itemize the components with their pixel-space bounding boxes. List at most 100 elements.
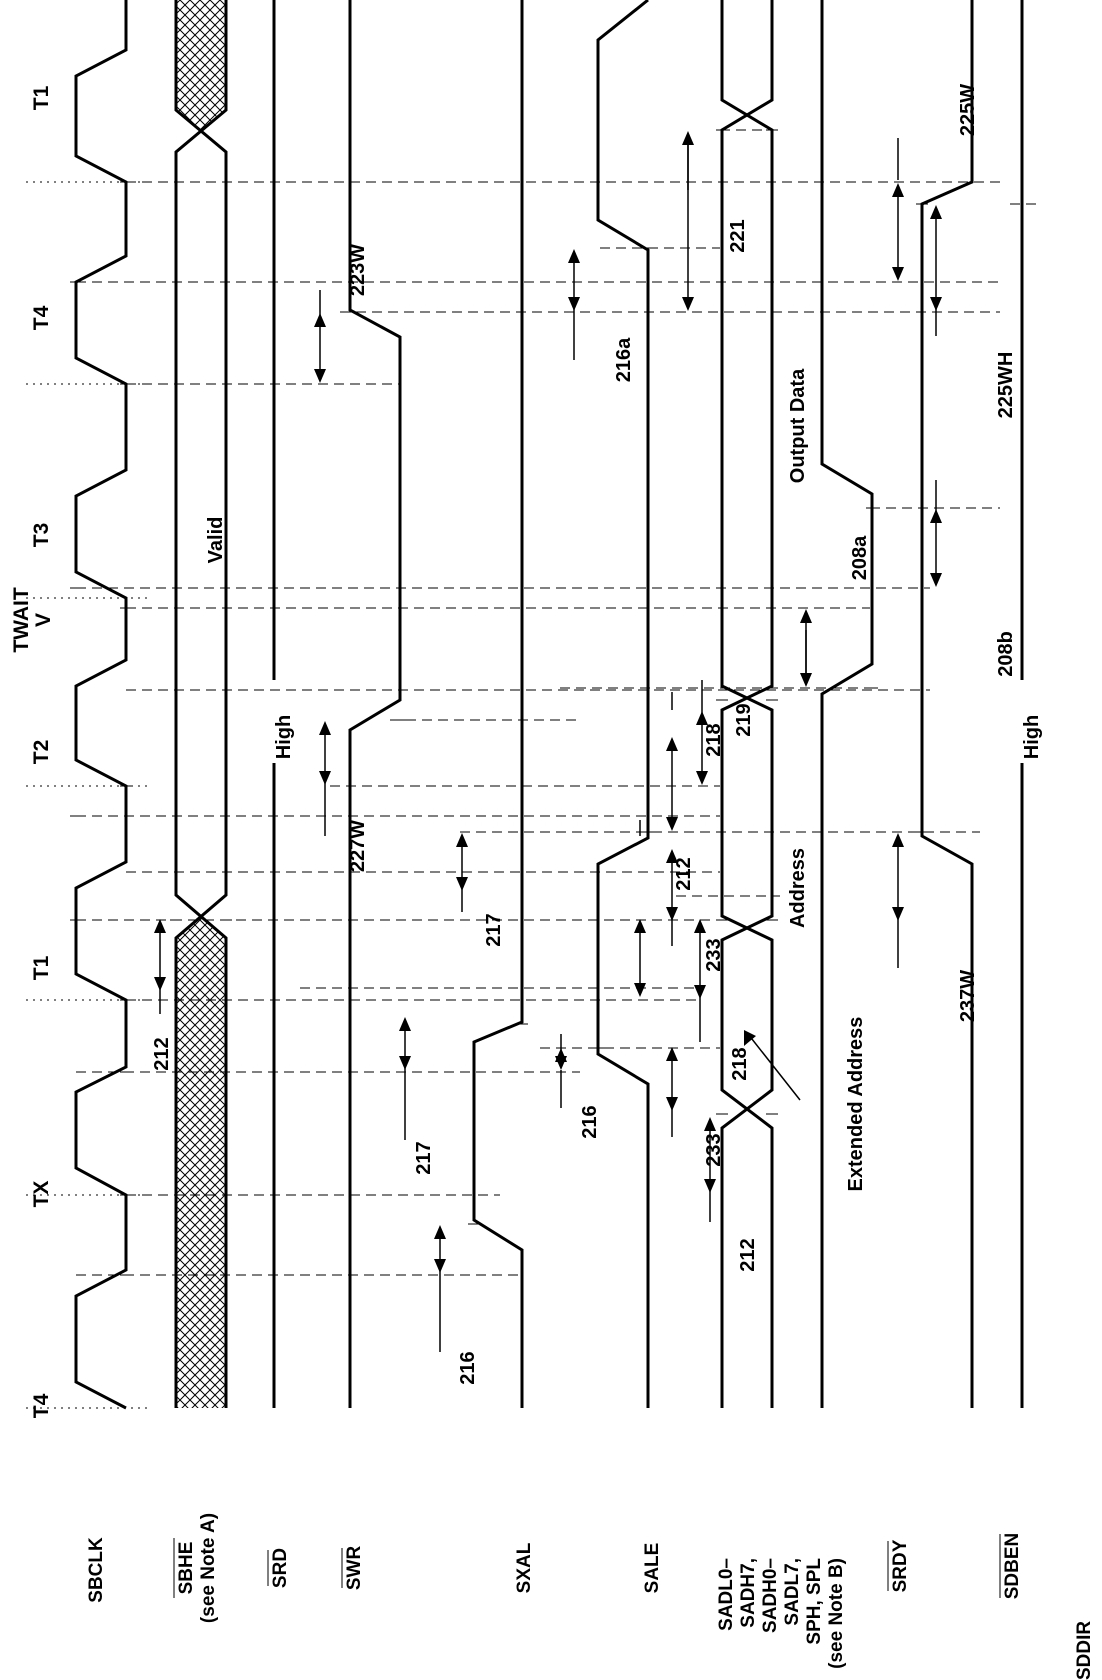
arrowhead: [666, 849, 678, 863]
param-212-sbhe: 212: [151, 1037, 173, 1070]
signal-sale: SALE: [642, 1543, 663, 1594]
arrowhead: [930, 205, 942, 219]
signal-sbhe: SBHE (see Note A): [173, 1513, 219, 1623]
signal-sad-line2: SADH7,: [738, 1558, 759, 1628]
arrowhead: [666, 817, 678, 831]
signal-sbhe-note: (see Note A): [198, 1513, 219, 1623]
signal-sad-line5: SPH, SPL: [804, 1558, 825, 1645]
arrowhead: [555, 1048, 567, 1062]
arrowhead: [568, 249, 580, 263]
param-227w: 227W: [347, 820, 369, 872]
label-high-srd-group: High: [270, 711, 296, 763]
arrowhead: [892, 833, 904, 847]
timing-parameter-labels: 216 217 216 212 233 212 218 233 212 217 …: [151, 84, 1017, 1385]
label-bg: [1018, 711, 1044, 763]
label-high-srd: High: [273, 715, 295, 759]
arrowhead: [892, 183, 904, 197]
param-208b: 208b: [995, 631, 1017, 677]
signal-sbhe-name: SBHE: [176, 1542, 197, 1595]
arrowhead: [682, 131, 694, 145]
signal-sddir: SDDIR: [1074, 1621, 1095, 1680]
signal-srd-name: SRD: [270, 1548, 291, 1588]
phase-t2: T2: [30, 740, 53, 765]
signal-sad-line6: (see Note B): [826, 1558, 847, 1669]
label-high-sddir-group: High: [1018, 711, 1044, 763]
label-output-data: Output Data: [787, 368, 809, 483]
swr-waveform: [348, 0, 402, 1408]
phase-t4b: T4: [30, 305, 53, 330]
arrowhead: [704, 1117, 716, 1131]
arrowhead: [314, 369, 326, 383]
arrowhead: [696, 771, 708, 785]
arrowhead: [744, 1030, 756, 1046]
phase-labels: T4 TX T1 T2 TWAIT V T3 T4 T1: [10, 85, 55, 1418]
param-225w: 225W: [957, 84, 979, 136]
arrowhead: [666, 1047, 678, 1061]
param-212-lower: 212: [737, 1238, 759, 1271]
param-217-sxal: 217: [413, 1141, 435, 1174]
param-216a: 216a: [613, 337, 635, 382]
phase-tx: TX: [30, 1181, 53, 1208]
arrowhead: [666, 737, 678, 751]
signal-sdben-name: SDBEN: [1002, 1533, 1023, 1600]
arrowhead: [892, 267, 904, 281]
phase-t3: T3: [30, 523, 53, 548]
signal-names: SBCLK SBHE (see Note A) SRD SWR SXAL SAL…: [86, 1513, 1095, 1680]
arrowhead: [456, 833, 468, 847]
arrowhead: [434, 1225, 446, 1239]
param-221: 221: [727, 219, 749, 252]
srdy-waveform: [820, 0, 874, 1408]
sbhe-invalid-region: [176, 916, 226, 1408]
signal-sad-line4: SADL7,: [782, 1558, 803, 1626]
param-237w: 237W: [957, 970, 979, 1022]
phase-t4a: T4: [30, 1393, 53, 1418]
arrowhead: [634, 919, 646, 933]
arrowhead: [154, 919, 166, 933]
sbhe-invalid-region: [176, 0, 226, 132]
param-218-address: 218: [703, 723, 725, 756]
extended-address-pointer: [747, 1033, 801, 1101]
label-valid: Valid: [205, 517, 227, 564]
signal-sdben: SDBEN: [999, 1533, 1023, 1600]
param-225wh: 225WH: [995, 352, 1017, 419]
signal-sbclk: SBCLK: [86, 1537, 107, 1603]
signal-sad-line1: SADL0–: [716, 1558, 737, 1631]
sbhe-bus: [174, 0, 228, 1408]
signal-swr: SWR: [341, 1546, 365, 1591]
arrowhead: [930, 573, 942, 587]
phase-twait: TWAIT: [10, 587, 33, 652]
label-bg: [270, 711, 296, 763]
sbhe-bus: [174, 0, 228, 1408]
arrowhead: [800, 609, 812, 623]
param-216-sxal: 216: [457, 1351, 479, 1384]
sdben-waveform: [920, 0, 974, 1408]
arrowhead: [682, 297, 694, 311]
signal-srdy: SRDY: [887, 1539, 911, 1592]
arrowhead: [319, 721, 331, 735]
label-address: Address: [787, 848, 809, 928]
arrowhead: [694, 919, 706, 933]
label-high-sddir: High: [1021, 715, 1043, 759]
phase-t1a: T1: [30, 955, 53, 980]
arrowhead: [634, 983, 646, 997]
param-223w: 223W: [347, 244, 369, 296]
region-labels: Valid High Address Output Data Extended …: [205, 368, 1044, 1191]
param-208a: 208a: [849, 535, 871, 580]
signal-srd: SRD: [267, 1548, 291, 1588]
sxal-waveform: [472, 0, 524, 1408]
arrowhead: [399, 1017, 411, 1031]
signal-sad: SADL0– SADH7, SADH0– SADL7, SPH, SPL (se…: [716, 1558, 847, 1669]
param-218-extended: 218: [729, 1047, 751, 1080]
signal-swr-name: SWR: [344, 1546, 365, 1591]
arrowhead: [800, 673, 812, 687]
sbclk-waveform: [74, 0, 128, 1410]
signal-srdy-name: SRDY: [890, 1539, 911, 1592]
edge-ticks: [70, 129, 928, 1276]
reference-lines: [76, 129, 1040, 1276]
sad-bus: [720, 0, 774, 1408]
signal-sxal: SXAL: [514, 1542, 535, 1593]
sale-waveform: [596, 0, 650, 1408]
phase-t1b: T1: [30, 85, 53, 110]
phase-v: V: [32, 613, 55, 627]
